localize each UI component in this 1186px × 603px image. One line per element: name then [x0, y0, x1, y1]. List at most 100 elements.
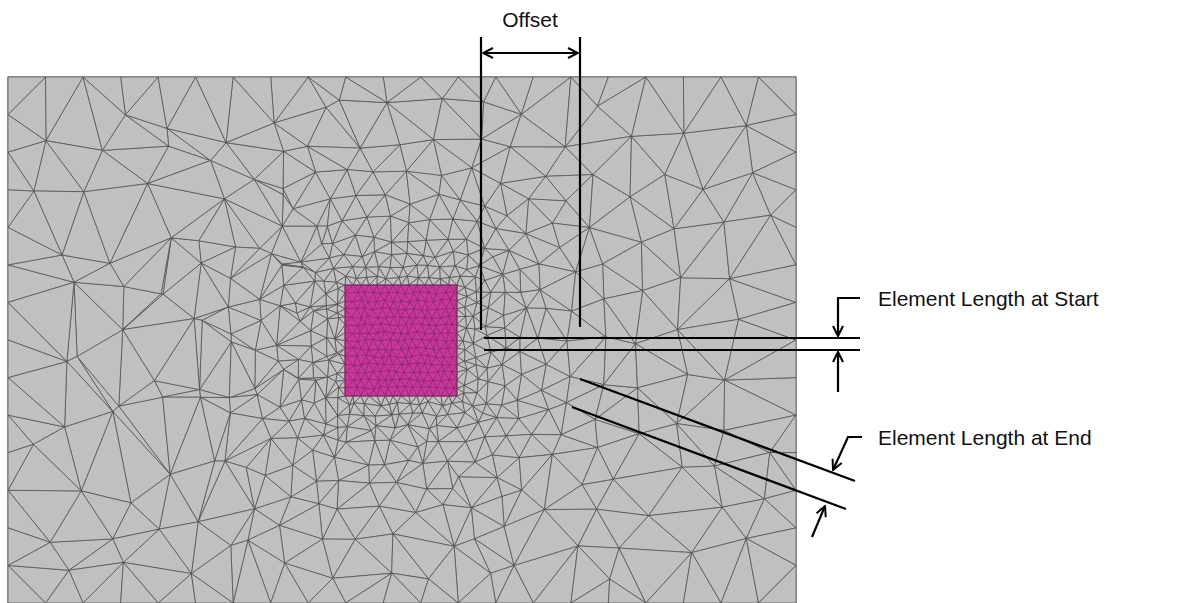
mesh-element — [392, 242, 408, 254]
fine-mesh-element — [420, 363, 428, 373]
mesh-element — [643, 278, 681, 330]
mesh-element — [374, 237, 391, 251]
mesh-element — [449, 266, 460, 278]
mesh-element — [542, 377, 571, 403]
fine-mesh-element — [452, 325, 457, 333]
fine-mesh-element — [354, 379, 361, 386]
mesh-element — [8, 190, 34, 228]
dimension-label: Offset — [502, 8, 558, 31]
mesh-element — [315, 281, 326, 294]
mesh-element — [532, 410, 562, 435]
mesh-element — [427, 429, 439, 442]
mesh-element — [277, 345, 299, 361]
fine-mesh-element — [345, 348, 357, 357]
fine-mesh-element — [345, 372, 354, 380]
fine-mesh-element — [345, 388, 353, 396]
mesh-element — [433, 279, 441, 285]
mesh-element — [311, 346, 327, 362]
fine-mesh-element — [426, 292, 434, 302]
mesh-element — [364, 404, 375, 417]
mesh-element — [46, 141, 103, 192]
mesh-element — [282, 226, 317, 262]
mesh-element — [229, 395, 257, 413]
fine-mesh-element — [377, 285, 385, 294]
fine-mesh-element — [430, 380, 437, 387]
mesh-element — [298, 363, 313, 379]
fine-mesh-element — [345, 308, 357, 317]
mesh-element — [8, 444, 81, 491]
dimension-arrow — [837, 352, 839, 392]
mesh-element — [703, 126, 753, 190]
mesh-element — [201, 247, 235, 278]
fine-mesh-element — [345, 380, 354, 388]
mesh-element — [510, 147, 565, 177]
fine-mesh-element — [434, 333, 441, 340]
mesh-element — [231, 540, 248, 603]
mesh-element — [366, 267, 379, 277]
fine-mesh-element — [441, 333, 448, 342]
fine-mesh-element — [366, 333, 373, 339]
fine-mesh-element — [448, 333, 457, 341]
mesh-element — [338, 398, 350, 416]
fine-mesh-element — [345, 348, 353, 357]
mesh-element — [487, 365, 502, 382]
mesh-element — [323, 435, 338, 457]
fine-mesh-element — [385, 285, 393, 292]
mesh-element — [339, 100, 387, 148]
mesh-element — [226, 77, 274, 143]
fine-mesh-element — [385, 300, 394, 308]
inclusion-square — [345, 285, 457, 396]
fine-mesh-element — [345, 325, 359, 334]
mesh-element — [8, 565, 69, 603]
mesh-element — [271, 563, 309, 603]
mesh-element — [383, 77, 421, 103]
mesh-element — [74, 282, 124, 329]
mesh-element — [229, 342, 255, 398]
dimension-label: Element Length at End — [878, 426, 1092, 449]
mesh-element — [603, 242, 643, 290]
mesh-element — [119, 330, 155, 407]
mesh-element — [646, 77, 684, 133]
mesh-element — [337, 481, 369, 510]
fine-mesh-element — [345, 356, 357, 366]
fine-mesh-element — [417, 387, 425, 396]
mesh-element — [338, 416, 348, 428]
fine-mesh-element — [424, 373, 433, 381]
fine-mesh-element — [425, 387, 433, 396]
mesh-element — [593, 136, 632, 197]
fine-mesh-element — [345, 292, 358, 302]
mesh-element — [369, 465, 385, 484]
mesh-element — [485, 315, 505, 328]
mesh-element — [730, 265, 796, 303]
mesh-element — [334, 457, 368, 480]
mesh-element — [387, 103, 434, 145]
mesh-element — [355, 506, 393, 539]
mesh-element — [200, 390, 230, 398]
mesh-element — [632, 77, 684, 136]
mesh-element — [561, 419, 598, 447]
fine-mesh-element — [373, 333, 382, 341]
fine-mesh-element — [389, 292, 398, 302]
mesh-element — [356, 195, 385, 217]
mesh-element — [460, 276, 475, 287]
mesh-element — [367, 216, 391, 237]
mesh-element — [533, 546, 578, 603]
mesh-element — [148, 161, 225, 199]
mesh-element — [378, 267, 390, 279]
fine-mesh-element — [398, 309, 405, 317]
fine-mesh-element — [409, 387, 417, 396]
fine-mesh-element — [380, 380, 388, 387]
fine-mesh-element — [406, 349, 412, 358]
mesh-element — [571, 546, 610, 603]
mesh-element — [360, 145, 400, 172]
mesh-element — [520, 264, 540, 290]
mesh-element — [385, 195, 410, 216]
fine-mesh-element — [450, 292, 457, 300]
mesh-element — [390, 267, 403, 277]
mesh-element — [491, 274, 505, 292]
extension-line — [572, 407, 846, 509]
mesh-element — [458, 573, 496, 603]
mesh-element — [437, 406, 448, 417]
fine-mesh-element — [384, 364, 393, 371]
mesh-element — [163, 397, 201, 474]
